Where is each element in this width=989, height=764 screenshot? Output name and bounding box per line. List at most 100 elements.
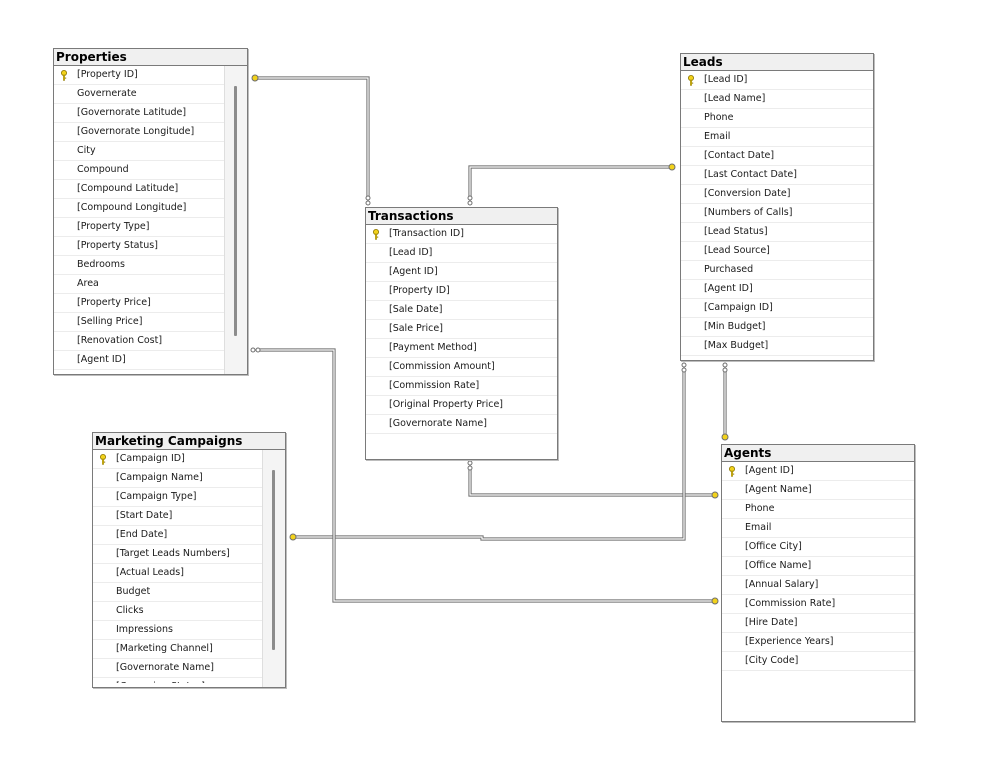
table-title[interactable]: Leads <box>681 54 873 71</box>
column-row[interactable]: [End Date] <box>93 526 262 545</box>
column-row[interactable]: [Renovation Cost] <box>54 332 224 351</box>
row-selector[interactable] <box>681 147 701 165</box>
column-row[interactable]: [Commission Rate] <box>722 595 914 614</box>
column-row[interactable]: Bedrooms <box>54 256 224 275</box>
row-selector[interactable] <box>54 237 74 255</box>
column-row[interactable]: [City Code] <box>722 652 914 671</box>
row-selector[interactable] <box>681 128 701 146</box>
row-selector[interactable] <box>366 377 386 395</box>
column-row[interactable]: [Agent ID] <box>54 351 224 370</box>
row-selector[interactable] <box>366 282 386 300</box>
table-title[interactable]: Transactions <box>366 208 557 225</box>
relationship-agents-transactions[interactable] <box>467 460 719 499</box>
table-title[interactable]: Marketing Campaigns <box>93 433 285 450</box>
column-row[interactable]: [Payment Method] <box>366 339 557 358</box>
column-row[interactable]: [Campaign Type] <box>93 488 262 507</box>
row-selector[interactable] <box>54 199 74 217</box>
table-properties[interactable]: Properties [Property ID]Governerate[Gove… <box>53 48 248 375</box>
row-selector[interactable] <box>54 256 74 274</box>
row-selector[interactable] <box>54 123 74 141</box>
column-row[interactable]: Budget <box>93 583 262 602</box>
row-selector[interactable] <box>722 576 742 594</box>
row-selector[interactable] <box>54 275 74 293</box>
column-row[interactable]: [Commission Amount] <box>366 358 557 377</box>
column-row[interactable]: City <box>54 142 224 161</box>
column-row[interactable]: [Annual Salary] <box>722 576 914 595</box>
scrollbar[interactable] <box>224 66 247 374</box>
row-selector[interactable] <box>93 640 113 658</box>
row-selector[interactable] <box>54 104 74 122</box>
column-row[interactable]: Area <box>54 275 224 294</box>
row-selector[interactable] <box>681 71 701 89</box>
row-selector[interactable] <box>54 313 74 331</box>
row-selector[interactable] <box>722 462 742 480</box>
row-selector[interactable] <box>54 218 74 236</box>
relationship-properties-transactions[interactable] <box>251 74 371 206</box>
column-row[interactable]: [Selling Price] <box>54 313 224 332</box>
column-row[interactable]: [Original Property Price] <box>366 396 557 415</box>
column-row[interactable]: Email <box>681 128 873 147</box>
column-row[interactable]: [Campaign ID] <box>93 450 262 469</box>
row-selector[interactable] <box>722 614 742 632</box>
row-selector[interactable] <box>93 659 113 677</box>
column-row[interactable]: [Agent ID] <box>722 462 914 481</box>
column-row[interactable]: [Start Date] <box>93 507 262 526</box>
column-row[interactable]: Compound <box>54 161 224 180</box>
row-selector[interactable] <box>681 204 701 222</box>
row-selector[interactable] <box>93 526 113 544</box>
row-selector[interactable] <box>93 488 113 506</box>
row-selector[interactable] <box>93 564 113 582</box>
row-selector[interactable] <box>93 678 113 683</box>
row-selector[interactable] <box>366 263 386 281</box>
column-row[interactable]: [Property ID] <box>366 282 557 301</box>
column-row[interactable]: Clicks <box>93 602 262 621</box>
scrollbar[interactable] <box>262 450 285 687</box>
row-selector[interactable] <box>681 90 701 108</box>
row-selector[interactable] <box>93 583 113 601</box>
row-selector[interactable] <box>93 621 113 639</box>
column-row[interactable]: [Max Budget] <box>681 337 873 356</box>
column-row[interactable]: Email <box>722 519 914 538</box>
column-row[interactable]: [Lead Name] <box>681 90 873 109</box>
row-selector[interactable] <box>681 242 701 260</box>
row-selector[interactable] <box>722 595 742 613</box>
column-row[interactable]: [Hire Date] <box>722 614 914 633</box>
column-row[interactable]: [Lead ID] <box>366 244 557 263</box>
column-row[interactable]: [Property ID] <box>54 66 224 85</box>
row-selector[interactable] <box>722 557 742 575</box>
row-selector[interactable] <box>93 602 113 620</box>
table-title[interactable]: Agents <box>722 445 914 462</box>
scrollbar-thumb[interactable] <box>272 470 275 650</box>
column-row[interactable]: [Governorate Name] <box>366 415 557 434</box>
row-selector[interactable] <box>722 481 742 499</box>
row-selector[interactable] <box>681 299 701 317</box>
column-row[interactable]: [Transaction ID] <box>366 225 557 244</box>
row-selector[interactable] <box>366 358 386 376</box>
column-row[interactable]: [Conversion Date] <box>681 185 873 204</box>
column-row[interactable]: [Campaign Name] <box>93 469 262 488</box>
column-row[interactable]: [Governorate Name] <box>93 659 262 678</box>
row-selector[interactable] <box>366 225 386 243</box>
column-row[interactable]: Impressions <box>93 621 262 640</box>
column-row[interactable]: [Property Status] <box>54 237 224 256</box>
column-row[interactable]: [Campaign ID] <box>681 299 873 318</box>
row-selector[interactable] <box>681 166 701 184</box>
column-row[interactable]: [Property Price] <box>54 294 224 313</box>
column-row[interactable]: [Last Contact Date] <box>681 166 873 185</box>
relationship-agents-leads[interactable] <box>721 362 729 441</box>
column-row[interactable]: [Marketing Channel] <box>93 640 262 659</box>
row-selector[interactable] <box>681 337 701 355</box>
column-row[interactable]: Phone <box>681 109 873 128</box>
row-selector[interactable] <box>681 261 701 279</box>
column-row[interactable]: [Experience Years] <box>722 633 914 652</box>
row-selector[interactable] <box>681 318 701 336</box>
column-row[interactable]: [Governorate Latitude] <box>54 104 224 123</box>
column-row[interactable]: [Actual Leads] <box>93 564 262 583</box>
row-selector[interactable] <box>93 545 113 563</box>
column-row[interactable]: [Target Leads Numbers] <box>93 545 262 564</box>
row-selector[interactable] <box>722 652 742 670</box>
row-selector[interactable] <box>54 180 74 198</box>
row-selector[interactable] <box>366 415 386 433</box>
column-row[interactable]: [Agent ID] <box>681 280 873 299</box>
column-row[interactable]: Phone <box>722 500 914 519</box>
